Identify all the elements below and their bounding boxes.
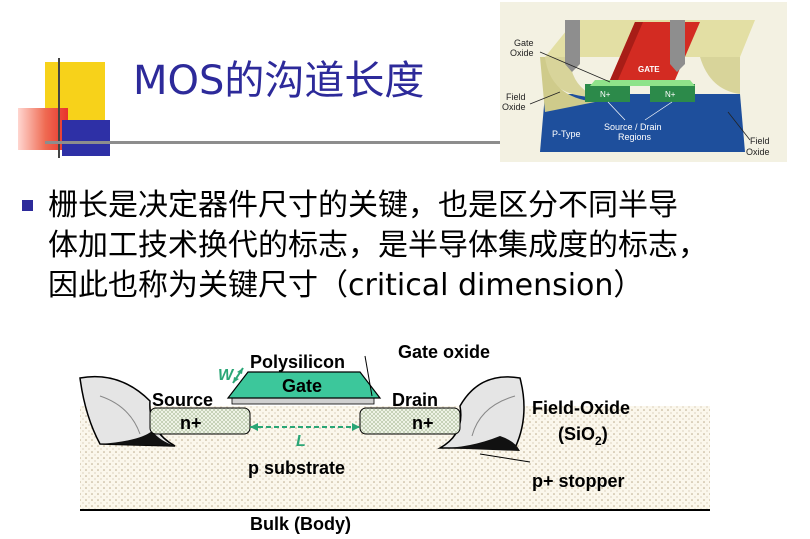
label-p-stopper: p+ stopper [532,471,625,491]
label-polysilicon: Polysilicon [250,352,345,372]
bullet-paragraph: 栅长是决定器件尺寸的关键，也是区分不同半导 体加工技术换代的标志，是半导体集成度… [48,186,808,306]
bullet-line-3: 因此也称为关键尺寸（critical dimension） [48,268,644,303]
label-field-oxide: Field-Oxide [532,398,630,418]
slide-title: MOS的沟道长度 [133,58,425,104]
label-w: W [218,367,235,384]
label-n-plus-drain: n+ [412,413,434,433]
top-label-p-type: P-Type [552,129,581,139]
bullet-marker [22,200,33,211]
top-label-field-oxide-left-1: Field [506,92,526,102]
label-l: L [296,433,306,450]
decor-vertical-line [58,58,60,158]
label-p-substrate: p substrate [248,458,345,478]
mos-cross-section-diagram: Polysilicon Gate Gate oxide W Source Dra… [79,342,710,534]
label-drain: Drain [392,390,438,410]
label-n-plus-source: n+ [180,413,202,433]
label-source: Source [152,390,213,410]
top-label-gate: GATE [638,65,660,74]
label-bulk: Bulk (Body) [250,514,351,534]
top-label-source-drain-2: Regions [618,132,652,142]
top-label-field-oxide-right-1: Field [750,136,770,146]
top-label-n-plus-left: N+ [600,90,611,99]
drain-n-plus-region [359,407,461,435]
label-sio2: (SiO2) [558,424,608,448]
top-label-gate-oxide-2: Oxide [510,48,534,58]
source-n-plus-region [149,407,251,435]
top-label-field-oxide-right-2: Oxide [746,147,770,157]
top-label-field-oxide-left-2: Oxide [502,102,526,112]
gate-oxide-layer [231,397,375,405]
decor-blue-square [62,120,110,156]
label-gate: Gate [282,376,322,396]
bullet-line-1: 栅长是决定器件尺寸的关键，也是区分不同半导 [48,188,678,223]
bullet-line-2: 体加工技术换代的标志，是半导体集成度的标志， [48,228,708,263]
top-label-source-drain-1: Source / Drain [604,122,662,132]
top-label-gate-oxide-1: Gate [514,38,534,48]
title-divider [45,141,500,144]
mosfet-3d-diagram: Gate Oxide GATE Field Oxide N+ N+ Source… [500,2,787,162]
top-label-n-plus-right: N+ [665,90,676,99]
label-gate-oxide: Gate oxide [398,342,490,362]
polysilicon-gate [226,371,382,399]
